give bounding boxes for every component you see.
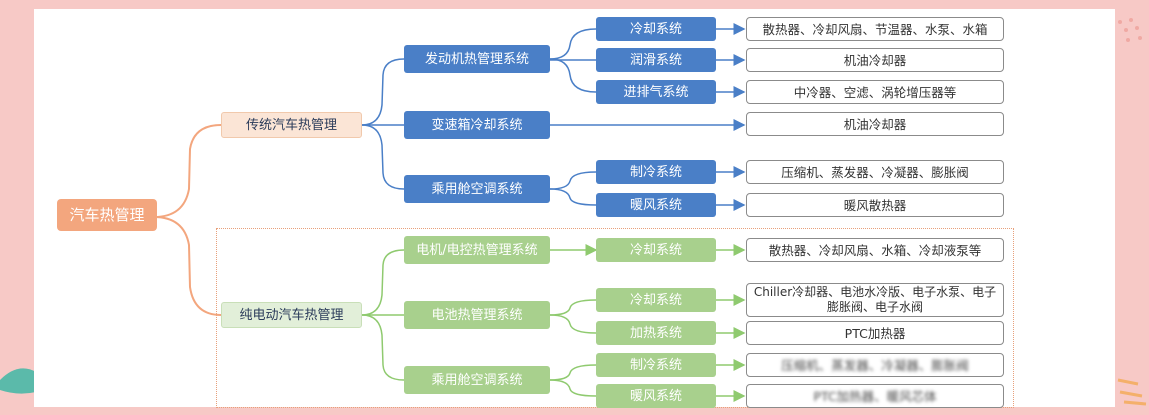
battery-thermal-node: 电池热管理系统 [404, 301, 550, 329]
leaf-cabin-heating: 暖风散热器 [746, 193, 1004, 217]
engine-cooling-node: 冷却系统 [596, 17, 716, 41]
leaf-engine-lubrication: 机油冷却器 [746, 48, 1004, 72]
root-node: 汽车热管理 [57, 199, 157, 231]
leaf-ev-cabin-heating: PTC加热器、暖风芯体 [746, 384, 1004, 408]
cabin-heating-node: 暖风系统 [596, 193, 716, 217]
leaf-ev-cabin-cooling-text: 压缩机、蒸发器、冷凝器、膨胀阀 [781, 357, 969, 373]
leaf-engine-intake-exhaust: 中冷器、空滤、涡轮增压器等 [746, 80, 1004, 104]
battery-heating-node: 加热系统 [596, 321, 716, 345]
leaf-ev-cabin-cooling: 压缩机、蒸发器、冷凝器、膨胀阀 [746, 353, 1004, 377]
leaf-cabin-cooling: 压缩机、蒸发器、冷凝器、膨胀阀 [746, 160, 1004, 184]
leaf-motor-cooling: 散热器、冷却风扇、水箱、冷却液泵等 [746, 238, 1004, 262]
ev-cabin-cooling-node: 制冷系统 [596, 353, 716, 377]
ev-cabin-ac-node: 乘用舱空调系统 [404, 366, 550, 394]
cabin-cooling-node: 制冷系统 [596, 160, 716, 184]
ev-cabin-heating-node: 暖风系统 [596, 384, 716, 408]
cabin-ac-node: 乘用舱空调系统 [404, 175, 550, 203]
leaf-battery-heating: PTC加热器 [746, 321, 1004, 345]
traditional-node: 传统汽车热管理 [221, 112, 362, 138]
leaf-battery-cooling: Chiller冷却器、电池水冷版、电子水泵、电子膨胀阀、电子水阀 [746, 283, 1004, 317]
engine-lubrication-node: 润滑系统 [596, 48, 716, 72]
electric-node: 纯电动汽车热管理 [221, 302, 362, 328]
motor-controller-thermal-node: 电机/电控热管理系统 [404, 236, 550, 264]
motor-cooling-node: 冷却系统 [596, 238, 716, 262]
battery-cooling-node: 冷却系统 [596, 288, 716, 312]
leaf-gearbox-cooling: 机油冷却器 [746, 112, 1004, 136]
leaf-engine-cooling: 散热器、冷却风扇、节温器、水泵、水箱 [746, 17, 1004, 41]
engine-intake-exhaust-node: 进排气系统 [596, 80, 716, 104]
leaf-ev-cabin-heating-text: PTC加热器、暖风芯体 [813, 388, 937, 404]
engine-thermal-node: 发动机热管理系统 [404, 45, 550, 73]
connector-lines [153, 23, 746, 402]
gearbox-cooling-node: 变速箱冷却系统 [404, 111, 550, 139]
